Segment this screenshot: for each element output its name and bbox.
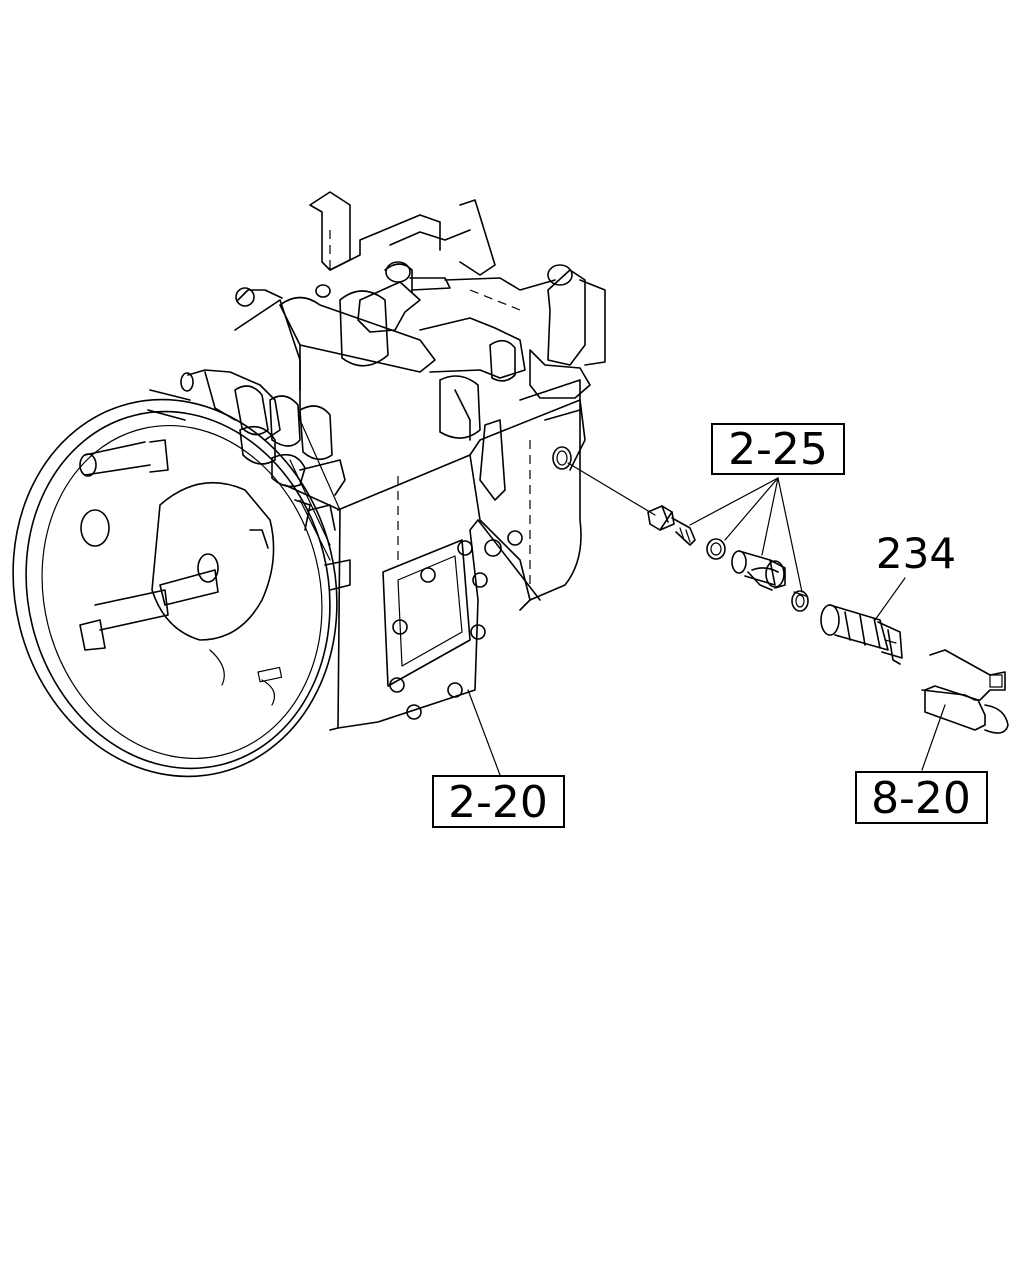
shift-tower (235, 191, 606, 501)
o-ring-2 (791, 590, 809, 612)
callout-leader-2-25 (689, 477, 803, 593)
harness-bracket (921, 649, 1009, 734)
part-234-label: 234 (876, 529, 956, 578)
transmission-case (234, 299, 586, 731)
callout-2-25-label: 2-25 (728, 424, 828, 475)
callout-8-20: 8-20 (855, 771, 988, 824)
sensor-bolt (647, 505, 696, 546)
callout-leader-8-20 (921, 704, 946, 771)
shift-rails (147, 369, 351, 591)
callout-8-20-label: 8-20 (871, 773, 971, 824)
callout-leader-2-20 (467, 689, 501, 776)
callout-2-25: 2-25 (711, 423, 845, 475)
o-ring-1 (706, 538, 726, 560)
speed-sensor-connector (820, 604, 903, 665)
sensor-body (731, 550, 786, 591)
part-number-234: 234 (876, 529, 956, 578)
assembly-leader (567, 462, 656, 516)
callout-leader-234 (874, 577, 906, 621)
callout-2-20-label: 2-20 (448, 777, 548, 828)
flywheel-housing (12, 398, 338, 778)
callout-2-20: 2-20 (432, 775, 565, 828)
